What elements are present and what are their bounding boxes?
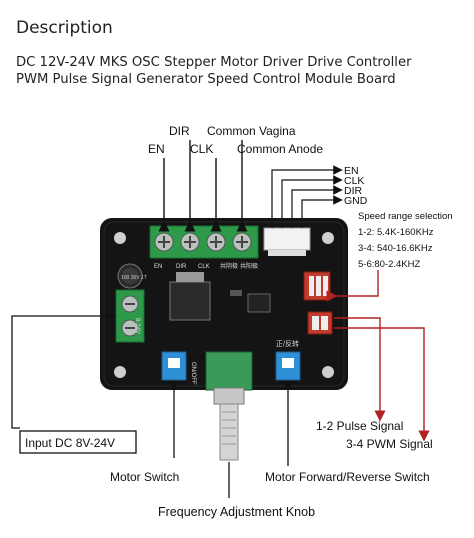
product-title: DC 12V-24V MKS OSC Stepper Motor Driver …: [16, 54, 466, 88]
silk-common: 共阴极: [220, 262, 238, 270]
callout-dir: DIR: [169, 124, 190, 138]
connector-clk: CLK: [344, 175, 364, 187]
terminal-screw-common: [232, 232, 252, 252]
silk-dir: DIR: [176, 264, 187, 270]
terminal-screw-clk: [206, 232, 226, 252]
callout-clk: CLK: [190, 142, 213, 156]
callout-motor-switch: Motor Switch: [110, 470, 179, 484]
top-callout-lines: [158, 140, 248, 232]
motor-on-off-switch[interactable]: [161, 351, 187, 381]
callout-common-anode: Common Anode: [237, 142, 323, 156]
direction-switch[interactable]: [275, 351, 301, 381]
capacitor-value: 100 35V 1T: [121, 275, 147, 281]
power-terminal-block: [115, 289, 145, 343]
silk-clk: CLK: [198, 264, 210, 270]
callout-pwm-signal: 3-4 PWM Signal: [346, 437, 433, 451]
silk-en: EN: [154, 264, 162, 270]
callout-forward-reverse: Motor Forward/Reverse Switch: [265, 470, 430, 484]
connector-en: EN: [344, 165, 359, 177]
silk-anode: 共阳极: [240, 262, 258, 270]
driver-board: [100, 218, 348, 390]
terminal-screw-en: [154, 232, 174, 252]
speed-dip-switch: [303, 271, 331, 301]
speed-range-2: 3-4: 540-16.6KHz: [358, 243, 433, 254]
speed-range-1: 1-2: 5.4K-160KHz: [358, 227, 434, 238]
silk-power: 8-24V: [134, 318, 140, 334]
signal-mode-dip-switch: [307, 311, 333, 335]
callout-pulse-signal: 1-2 Pulse Signal: [316, 419, 403, 433]
callout-en: EN: [148, 142, 165, 156]
product-title-line-2: PWM Pulse Signal Generator Speed Control…: [16, 72, 396, 87]
voltage-regulator: [169, 272, 211, 321]
connector-callout-lines: [271, 165, 343, 228]
connector-dir: DIR: [344, 185, 363, 197]
electrolytic-capacitor: [117, 263, 143, 289]
speed-range-title: Speed range selection: [358, 211, 453, 222]
callout-freq-knob: Frequency Adjustment Knob: [158, 505, 315, 519]
page-heading: Description: [16, 18, 113, 38]
silk-on-off: ON/OFF: [190, 362, 196, 385]
terminal-screw-dir: [180, 232, 200, 252]
input-dc-callout: [11, 315, 137, 454]
input-dc-label: Input DC 8V-24V: [25, 436, 115, 450]
callout-common-vagina: Common Vagina: [207, 124, 296, 138]
signal-terminal-block: [149, 225, 259, 259]
smd-component: [230, 290, 242, 296]
connector-gnd: GND: [344, 195, 368, 207]
product-title-line-1: DC 12V-24V MKS OSC Stepper Motor Driver …: [16, 55, 412, 70]
silk-fwd-rev: 正/反转: [276, 339, 299, 348]
speed-range-3: 5-6:80-2.4KHZ: [358, 259, 421, 270]
frequency-knob[interactable]: [205, 351, 253, 461]
control-chip: [247, 293, 271, 313]
signal-mode-callout-lines: [334, 317, 430, 442]
speed-callout-line: [326, 270, 379, 302]
signal-connector-white: [263, 227, 311, 256]
